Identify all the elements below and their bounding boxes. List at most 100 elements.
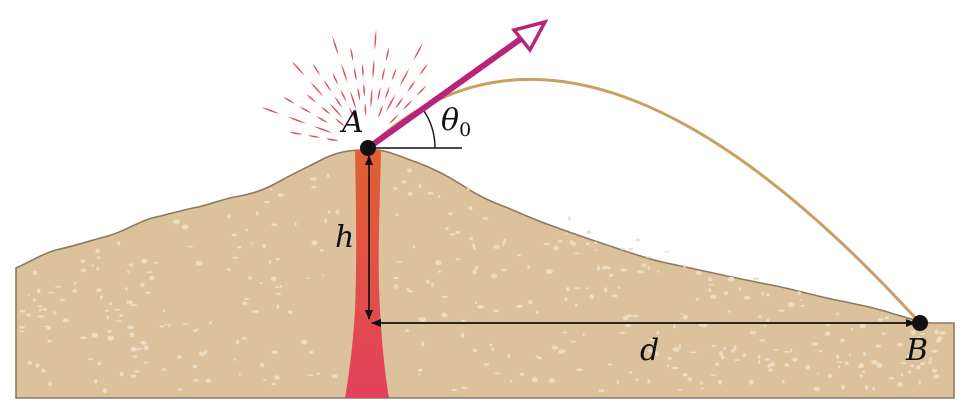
ground-speckle bbox=[19, 309, 26, 313]
ground-speckle bbox=[279, 285, 283, 288]
ground-speckle bbox=[393, 277, 399, 280]
ground-speckle bbox=[897, 343, 903, 347]
ground-speckle bbox=[897, 382, 903, 387]
ground-speckle bbox=[140, 340, 147, 345]
label-angle-subscript: 0 bbox=[459, 119, 471, 141]
ground-speckle bbox=[491, 346, 494, 352]
ground-speckle bbox=[767, 364, 771, 368]
ground-speckle bbox=[649, 338, 657, 342]
spray-streak bbox=[289, 132, 303, 135]
ground-speckle bbox=[37, 288, 41, 294]
ground-speckle bbox=[48, 381, 52, 387]
ground-speckle bbox=[235, 339, 240, 345]
ground-speckle bbox=[73, 282, 77, 285]
ground-speckle bbox=[841, 384, 846, 390]
ground-speckle bbox=[695, 297, 700, 301]
ground-speckle bbox=[474, 301, 478, 304]
ground-speckle bbox=[241, 336, 247, 340]
ground-speckle bbox=[818, 349, 823, 353]
ground-speckle bbox=[493, 309, 500, 313]
ground-speckle bbox=[918, 380, 921, 386]
ground-speckle bbox=[238, 373, 241, 376]
ground-speckle bbox=[401, 180, 407, 184]
velocity-arrow-head bbox=[510, 19, 549, 54]
ground-speckle bbox=[396, 261, 403, 263]
ground-speckle bbox=[232, 256, 239, 259]
ground-speckle bbox=[42, 308, 48, 311]
ground-speckle bbox=[47, 291, 55, 294]
ground-speckle bbox=[749, 330, 757, 335]
ground-speckle bbox=[609, 273, 614, 278]
ground-speckle bbox=[617, 286, 621, 289]
ground-speckle bbox=[671, 366, 679, 370]
spray-streak bbox=[323, 80, 332, 92]
spray-streak bbox=[361, 64, 364, 78]
ground-speckle bbox=[656, 330, 659, 335]
spray-streak bbox=[364, 102, 367, 117]
ground-speckle bbox=[848, 353, 852, 356]
spray-streak bbox=[325, 138, 339, 141]
ground-speckle bbox=[461, 319, 466, 322]
ground-texture bbox=[19, 168, 946, 393]
ground-speckle bbox=[636, 270, 644, 274]
ground-speckle bbox=[472, 269, 477, 275]
ground-speckle bbox=[406, 288, 410, 291]
ground-speckle bbox=[275, 286, 280, 289]
spray-streak bbox=[332, 72, 339, 85]
ground-speckle bbox=[502, 241, 505, 247]
ground-speckle bbox=[99, 295, 103, 300]
ground-speckle bbox=[700, 387, 705, 390]
ground-speckle bbox=[198, 351, 205, 357]
ground-speckle bbox=[535, 355, 539, 358]
spray-streak bbox=[261, 107, 280, 114]
ground-speckle bbox=[626, 314, 634, 318]
ground-speckle bbox=[482, 217, 489, 220]
ground-speckle bbox=[335, 209, 340, 215]
ground-speckle bbox=[548, 378, 555, 383]
ground-speckle bbox=[516, 304, 523, 308]
ground-speckle bbox=[181, 224, 189, 230]
spray-streak bbox=[287, 116, 306, 124]
ground-speckle bbox=[264, 200, 271, 204]
ground-speckle bbox=[836, 354, 840, 359]
ground-speckle bbox=[269, 188, 273, 191]
spray-streak bbox=[413, 42, 423, 61]
spray-streak bbox=[350, 47, 354, 62]
ground-speckle bbox=[566, 287, 570, 292]
spray-streak bbox=[350, 90, 357, 110]
ground-speckle bbox=[259, 282, 263, 284]
ground-speckle bbox=[928, 361, 932, 364]
ground-speckle bbox=[723, 347, 727, 350]
ground-speckle bbox=[27, 360, 32, 365]
ground-speckle bbox=[114, 308, 121, 311]
ground-speckle bbox=[753, 277, 760, 280]
ground-speckle bbox=[585, 287, 589, 290]
ground-speckle bbox=[477, 305, 484, 309]
ground-speckle bbox=[557, 239, 563, 243]
ground-speckle bbox=[565, 232, 568, 235]
ground-speckle bbox=[127, 325, 135, 330]
ground-speckle bbox=[604, 266, 611, 270]
ground-speckle bbox=[678, 344, 682, 349]
ground-speckle bbox=[37, 305, 43, 308]
ground-speckle bbox=[929, 356, 932, 362]
ground-speckle bbox=[708, 284, 715, 286]
ground-speckle bbox=[570, 340, 576, 343]
spray-streak bbox=[316, 116, 329, 123]
ground-speckle bbox=[543, 242, 550, 246]
ground-speckle bbox=[394, 213, 399, 216]
ground-speckle bbox=[95, 248, 101, 254]
ground-speckle bbox=[921, 345, 924, 348]
ground-speckle bbox=[418, 373, 422, 376]
ground-speckle bbox=[680, 313, 684, 315]
ground-speckle bbox=[933, 374, 940, 379]
ground-speckle bbox=[407, 290, 413, 293]
ground-speckle bbox=[569, 240, 574, 244]
spray-streak bbox=[341, 63, 348, 83]
ground-speckle bbox=[710, 374, 716, 376]
spray-streak bbox=[320, 106, 331, 115]
ground-speckle bbox=[54, 285, 62, 288]
ground-speckle bbox=[921, 348, 924, 351]
ground-speckle bbox=[620, 268, 628, 272]
ground-speckle bbox=[276, 304, 280, 309]
